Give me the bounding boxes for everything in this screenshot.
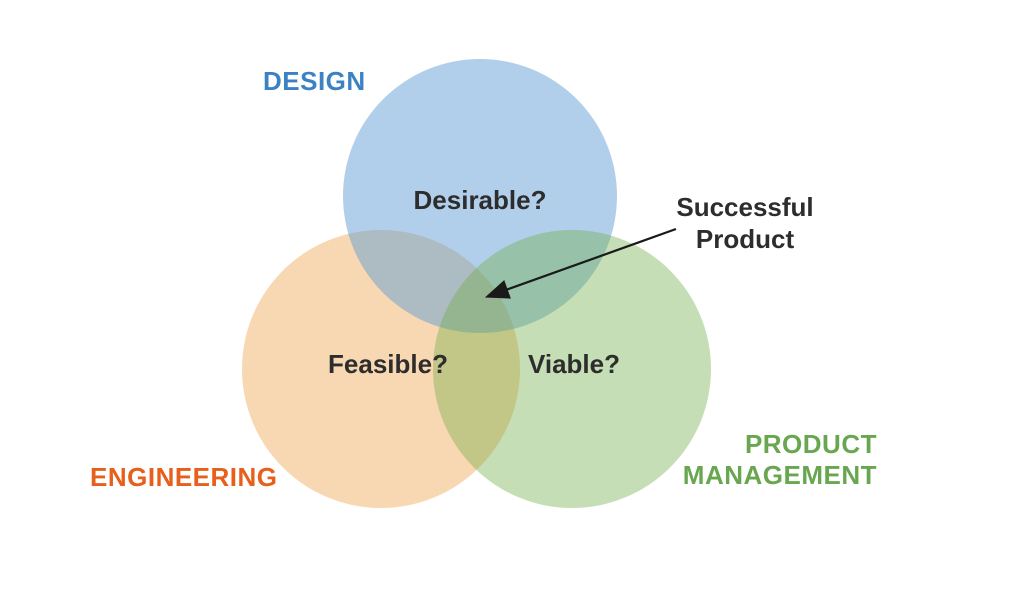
engineering-circle xyxy=(242,230,520,508)
product-management-title-label: PRODUCT MANAGEMENT xyxy=(682,429,877,490)
viable-region-label: Viable? xyxy=(527,349,621,379)
feasible-region-label: Feasible? xyxy=(328,349,448,379)
engineering-title-label: ENGINEERING xyxy=(90,462,278,492)
successful-product-annotation: Successful Product xyxy=(676,192,814,254)
desirable-region-label: Desirable? xyxy=(413,185,547,215)
design-title-label: DESIGN xyxy=(263,66,366,96)
